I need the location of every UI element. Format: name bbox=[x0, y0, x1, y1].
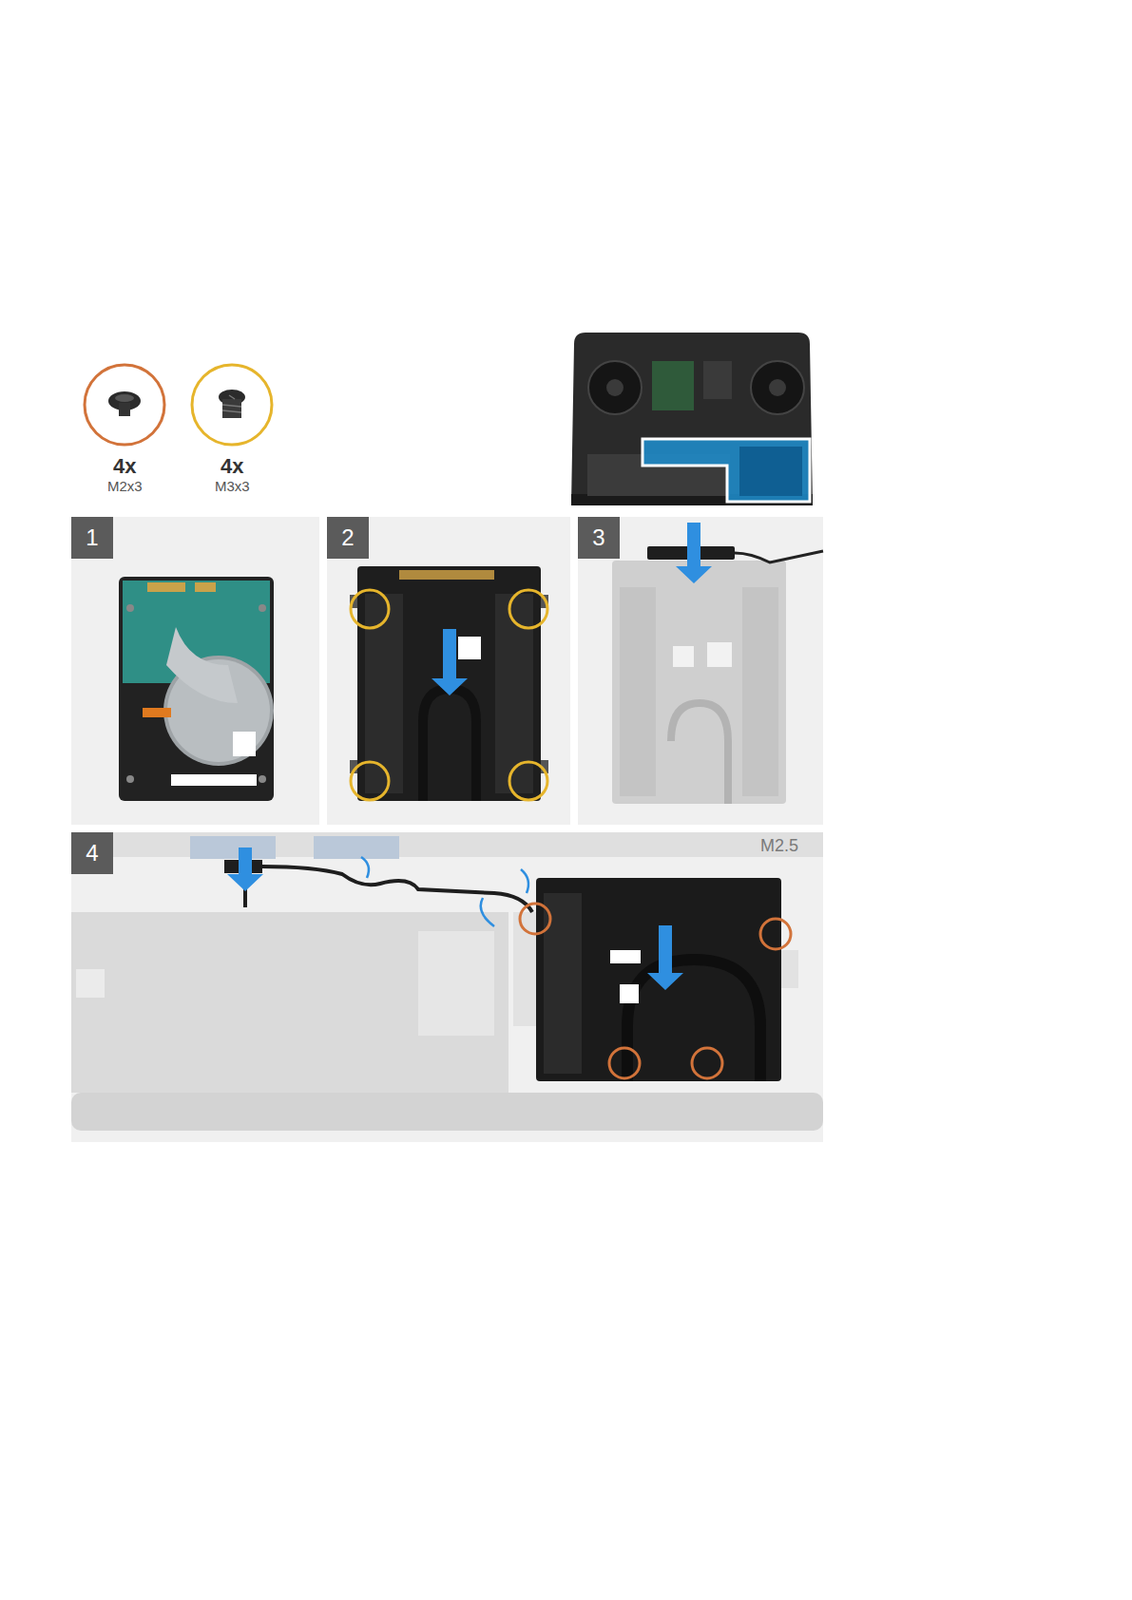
step-badge: 4 bbox=[71, 832, 114, 875]
step-number: 2 bbox=[341, 526, 354, 550]
screw-marker bbox=[691, 1048, 723, 1079]
screw-marker bbox=[509, 590, 548, 629]
screw-marking: M2.5 bbox=[760, 836, 799, 857]
screw-marker bbox=[609, 1048, 640, 1079]
step-panel bbox=[71, 832, 824, 1143]
laptop-base bbox=[71, 832, 824, 1132]
route-arrow bbox=[520, 869, 529, 894]
screw-icon bbox=[108, 391, 141, 417]
cable bbox=[734, 551, 824, 563]
direction-arrow bbox=[647, 925, 684, 991]
step-panel bbox=[71, 517, 320, 826]
screw-marker bbox=[519, 903, 551, 935]
step-badge: 3 bbox=[577, 517, 620, 559]
screw-count: 4x bbox=[113, 454, 136, 480]
direction-arrow bbox=[227, 847, 264, 892]
step-badge: 2 bbox=[326, 517, 369, 559]
route-arrow bbox=[361, 857, 369, 879]
screw-marker bbox=[760, 919, 791, 950]
screw-marker bbox=[509, 762, 548, 801]
drive-assembly bbox=[536, 878, 782, 1082]
faded-bracket bbox=[612, 560, 787, 805]
step-number: 4 bbox=[85, 842, 98, 865]
screw-circle bbox=[84, 364, 165, 445]
laptop-overview bbox=[571, 332, 813, 506]
screw-marker bbox=[350, 762, 389, 801]
step-number: 1 bbox=[85, 526, 98, 550]
step-panel bbox=[326, 517, 571, 826]
direction-arrow bbox=[431, 629, 468, 696]
direction-arrow bbox=[675, 522, 712, 584]
screw-count: 4x bbox=[220, 454, 244, 480]
drive-bracket bbox=[349, 566, 549, 802]
screw-icon bbox=[218, 389, 246, 419]
screw-size: M2x3 bbox=[107, 478, 143, 495]
cable bbox=[245, 866, 533, 913]
step-badge: 1 bbox=[71, 517, 114, 559]
step-number: 3 bbox=[592, 526, 605, 550]
screw-size: M3x3 bbox=[214, 478, 250, 495]
hard-drive bbox=[118, 576, 274, 802]
screw-circle bbox=[191, 364, 272, 445]
route-arrow bbox=[480, 898, 495, 927]
screw-marker bbox=[350, 590, 389, 629]
step-panel bbox=[577, 517, 824, 826]
